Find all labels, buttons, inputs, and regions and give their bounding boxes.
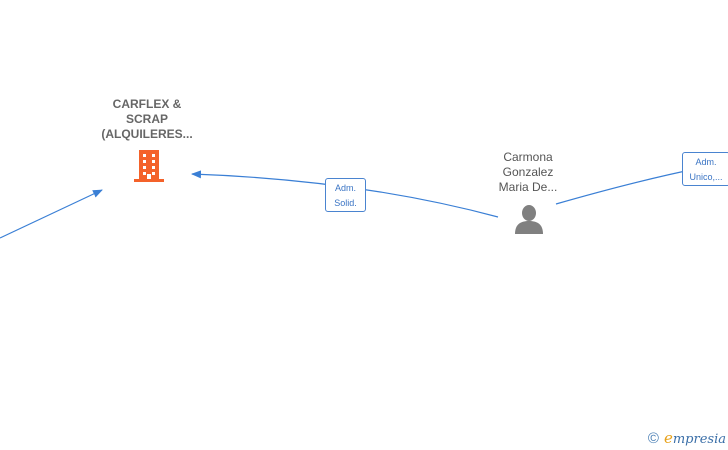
brand-name: mpresia: [672, 432, 726, 447]
building-icon[interactable]: [133, 149, 165, 183]
edge-offscreen-left-to-company: [0, 189, 103, 239]
edge-label-adm-solid[interactable]: Adm. Solid.: [325, 178, 366, 212]
company-node-label[interactable]: CARFLEX & SCRAP (ALQUILERES...: [101, 97, 193, 141]
empresia-logo[interactable]: empresia: [664, 429, 726, 447]
copyright-icon: ©: [647, 429, 659, 447]
person-icon[interactable]: [513, 204, 545, 234]
edge-label-adm-unico[interactable]: Adm. Unico,...: [682, 152, 728, 186]
person-node-label[interactable]: Carmona Gonzalez Maria De...: [498, 150, 558, 194]
brand-initial: e: [663, 429, 673, 447]
footer-brand: © empresia: [648, 428, 726, 448]
